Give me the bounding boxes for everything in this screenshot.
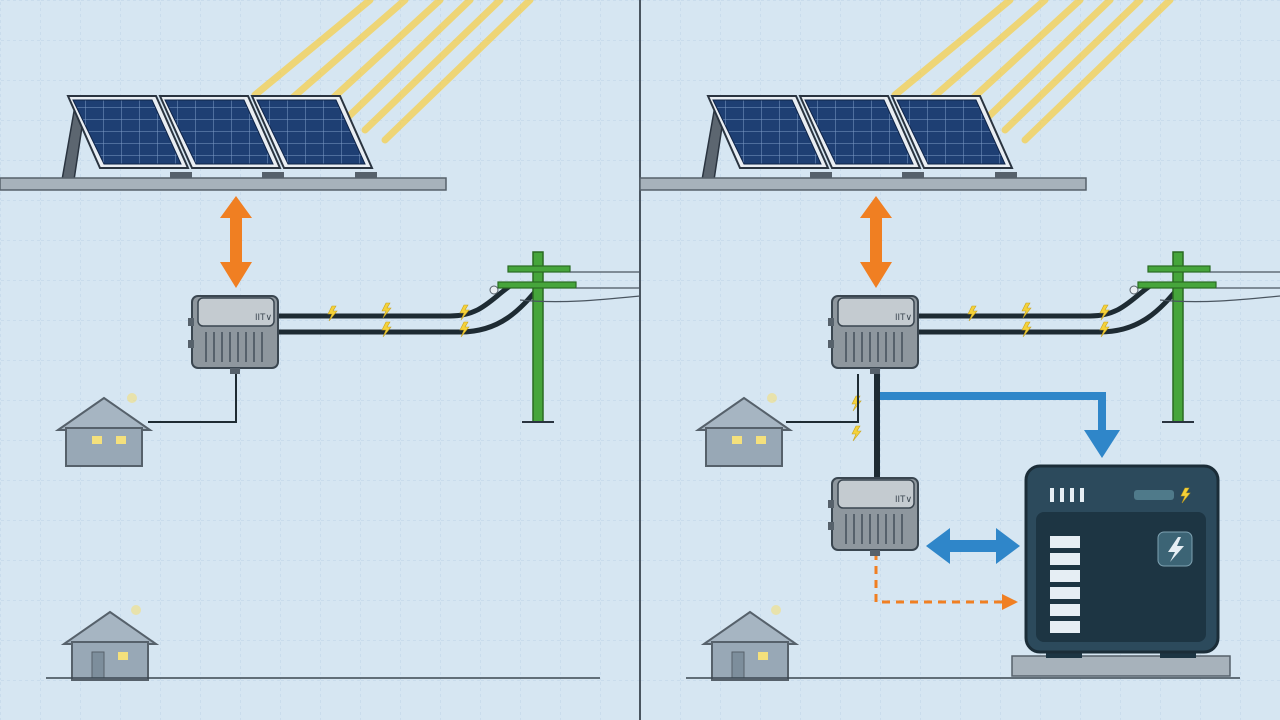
house-wire: [786, 374, 859, 423]
house-icon: [697, 393, 791, 467]
inverter-label: IIT∨: [895, 312, 912, 322]
battery-status-lights: [1050, 488, 1084, 502]
bidirectional-arrow-orange: [860, 196, 892, 288]
solar-panels: [67, 95, 373, 169]
flow-arrow-blue: [880, 392, 1120, 458]
battery-display: [1134, 490, 1174, 500]
battery-cabinet: [1011, 464, 1231, 677]
utility-pole: [489, 251, 641, 423]
house-wire: [148, 374, 237, 423]
battery-bolt-badge-icon: [1157, 531, 1193, 567]
dashed-flow-arrow-orange: [874, 552, 1018, 610]
sun-rays: [251, 0, 534, 144]
roof-rail: [0, 177, 447, 191]
house-icon: [703, 605, 797, 681]
battery-charge-segment: [1050, 570, 1080, 582]
inverter-box: IIT∨: [827, 295, 919, 375]
utility-pole: [1129, 251, 1280, 423]
inverter-box: IIT∨: [187, 295, 279, 375]
battery-charge-segment: [1050, 621, 1080, 633]
inverter-label: IIT∨: [255, 312, 272, 322]
battery-charge-segment: [1050, 587, 1080, 599]
house-icon: [63, 605, 157, 681]
second-inverter-label: IIT∨: [895, 494, 912, 504]
second-inverter-box: IIT∨: [827, 477, 919, 557]
battery-charge-segment: [1050, 536, 1080, 548]
battery-charge-level: [1050, 536, 1080, 633]
house-icon: [57, 393, 151, 467]
roof-rail: [639, 177, 1087, 191]
battery-charge-segment: [1050, 553, 1080, 565]
sun-rays: [891, 0, 1174, 144]
bidirectional-arrow-orange: [220, 196, 252, 288]
left-scene: IIT∨: [0, 0, 641, 681]
bidirectional-arrow-blue: [926, 528, 1020, 564]
right-scene: IIT∨ IIT∨: [639, 0, 1280, 681]
battery-charge-segment: [1050, 604, 1080, 616]
solar-panels: [707, 95, 1013, 169]
